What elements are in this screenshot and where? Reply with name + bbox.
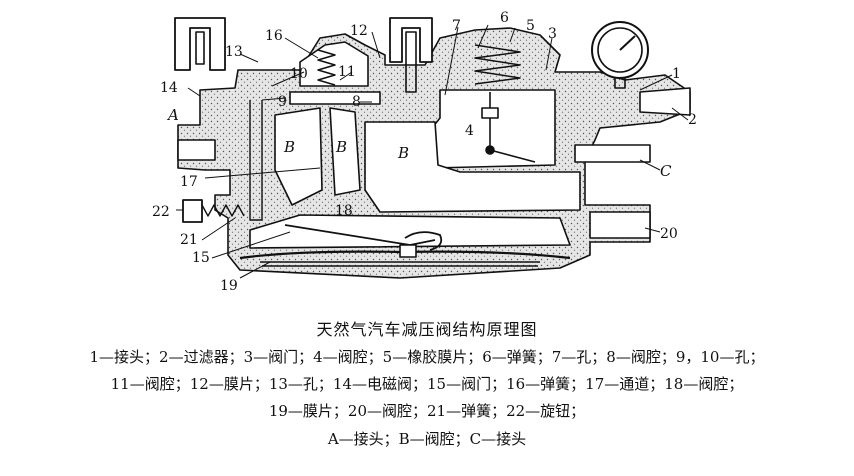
legend-line-1: 1—接头；2—过滤器；3—阀门；4—阀腔；5—橡胶膜片；6—弹簧；7—孔；8—阀… <box>89 348 765 366</box>
cavity-18 <box>249 214 571 249</box>
cavity-b-large <box>364 121 581 213</box>
valve-diagram: 1 2 3 4 5 6 7 8 9 10 11 12 13 14 15 16 1… <box>152 10 697 294</box>
knob-22 <box>182 199 203 223</box>
plug-12-stem <box>405 31 417 93</box>
legend-line-4: A—接头；B—阀腔；C—接头 <box>327 430 527 448</box>
callout-12: 12 <box>350 23 368 39</box>
diaphragm-plate <box>260 261 540 267</box>
callout-18: 18 <box>335 203 353 219</box>
leader-lines <box>176 24 689 279</box>
callout-4: 4 <box>465 123 474 139</box>
figure-caption: 天然气汽车减压阀结构原理图 <box>316 320 538 339</box>
callout-6: 6 <box>500 10 509 26</box>
callout-2: 2 <box>688 112 697 128</box>
callout-9: 9 <box>278 94 287 110</box>
callout-5: 5 <box>526 18 535 34</box>
filter-2 <box>639 87 691 116</box>
gauge-stem <box>614 78 626 89</box>
callout-20: 20 <box>660 226 678 242</box>
callout-15: 15 <box>192 250 210 266</box>
callout-3: 3 <box>548 26 557 42</box>
cavity-b-left <box>274 107 323 206</box>
callout-17: 17 <box>180 174 198 190</box>
legend-line-3: 19—膜片；20—阀腔；21—弹簧；22—旋钮； <box>268 402 586 420</box>
cavity-b-mid <box>329 107 361 196</box>
pressure-gauge-inner <box>597 27 643 73</box>
callout-11: 11 <box>338 64 356 80</box>
callout-10: 10 <box>290 66 308 82</box>
fitting-c <box>574 144 651 163</box>
passage-17 <box>249 100 263 221</box>
callout-1: 1 <box>672 66 681 82</box>
spring-21 <box>201 204 245 217</box>
gauge-needle <box>619 35 636 51</box>
callout-B-large: B <box>397 144 409 162</box>
callout-16: 16 <box>265 28 283 44</box>
cavity-8 <box>289 91 381 105</box>
callout-13: 13 <box>225 44 243 60</box>
outlet-20 <box>589 211 651 239</box>
callout-B-left: B <box>283 138 295 156</box>
solenoid-14 <box>174 17 226 71</box>
callout-C: C <box>660 162 672 180</box>
lever-clamp <box>399 244 417 258</box>
callout-7: 7 <box>452 18 461 34</box>
callout-19: 19 <box>220 278 238 294</box>
spring-16 <box>317 49 336 86</box>
callout-22: 22 <box>152 204 170 220</box>
cavity-4 <box>431 89 556 169</box>
spring-6 <box>474 44 521 85</box>
plug-12 <box>389 17 433 63</box>
callout-21: 21 <box>180 232 198 248</box>
callout-A: A <box>166 106 179 124</box>
callout-14: 14 <box>160 80 178 96</box>
legend-line-2: 11—阀腔；12—膜片；13—孔；14—电磁阀；15—阀门；16—弹簧；17—通… <box>110 375 744 393</box>
callout-B-mid: B <box>335 138 347 156</box>
solenoid-14-inner <box>195 31 205 65</box>
callout-8: 8 <box>352 94 361 110</box>
pivot <box>485 145 495 155</box>
fitting-a <box>177 139 216 161</box>
